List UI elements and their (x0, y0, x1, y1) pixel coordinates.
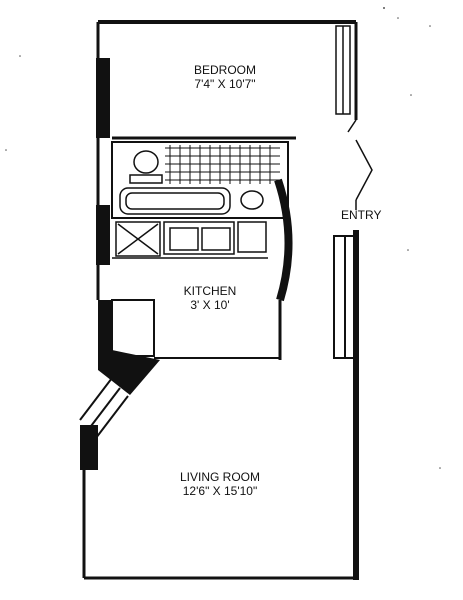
living-room-dimensions: 12'6" X 15'10" (182, 484, 258, 498)
living-room-walls (82, 425, 358, 580)
bay-window (79, 377, 129, 439)
bathroom-tile-floor (165, 145, 280, 184)
bathroom (111, 141, 289, 219)
bathtub-icon (119, 187, 231, 215)
kitchen-label: KITCHEN 3' X 10' (150, 284, 270, 312)
kitchen-dimensions: 3' X 10' (190, 298, 230, 312)
bedroom-name: BEDROOM (193, 63, 256, 77)
entry-closet (333, 235, 357, 359)
entry-door (347, 119, 373, 210)
kitchen-closet (111, 299, 155, 357)
bedroom-dimensions: 7'4" X 10'7" (194, 77, 256, 91)
living-room-label: LIVING ROOM 12'6" X 15'10" (150, 470, 290, 498)
kitchen-partition (274, 178, 293, 302)
bedroom-window (96, 58, 110, 138)
bathroom-sink-icon (240, 190, 264, 210)
entry-label: ENTRY (341, 208, 382, 222)
bedroom-label: BEDROOM 7'4" X 10'7" (160, 63, 290, 91)
living-room-name: LIVING ROOM (179, 470, 260, 484)
kitchen-appliances (112, 221, 268, 259)
bedroom-walls (96, 20, 358, 140)
toilet-icon (129, 150, 163, 184)
scan-specks (5, 7, 441, 469)
bedroom-closet (335, 25, 351, 115)
chimney-column (98, 300, 160, 395)
kitchen-name: KITCHEN (183, 284, 237, 298)
